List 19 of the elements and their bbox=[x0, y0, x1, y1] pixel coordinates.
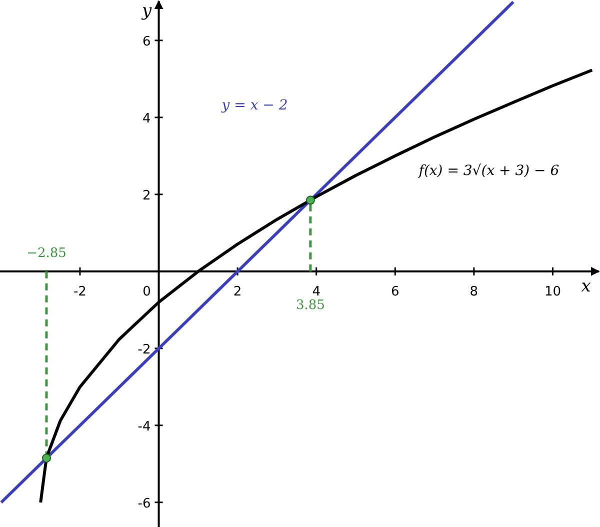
tick-label: 6 bbox=[142, 34, 151, 50]
tick-label: 2 bbox=[142, 188, 151, 204]
axis-title: y bbox=[142, 1, 152, 21]
value-label: −2.85 bbox=[26, 246, 66, 262]
value-label: 3.85 bbox=[296, 298, 325, 314]
tick-label: 8 bbox=[470, 284, 478, 300]
function-label: y = x − 2 bbox=[222, 98, 288, 114]
tick-label: -6 bbox=[138, 496, 151, 512]
tick-label: -2 bbox=[74, 284, 86, 300]
tick-label: 2 bbox=[233, 284, 242, 300]
tick-label: 4 bbox=[312, 284, 320, 300]
function-label: f(x) = 3√(x + 3) − 6 bbox=[418, 163, 560, 180]
axis-title: x bbox=[581, 276, 591, 296]
tick-label: -4 bbox=[138, 419, 151, 434]
tick-label: -2 bbox=[138, 342, 151, 358]
tick-label: 10 bbox=[544, 284, 561, 300]
tick-label: 6 bbox=[391, 284, 400, 300]
origin-label: 0 bbox=[142, 284, 151, 300]
tick-label: 4 bbox=[142, 111, 151, 126]
